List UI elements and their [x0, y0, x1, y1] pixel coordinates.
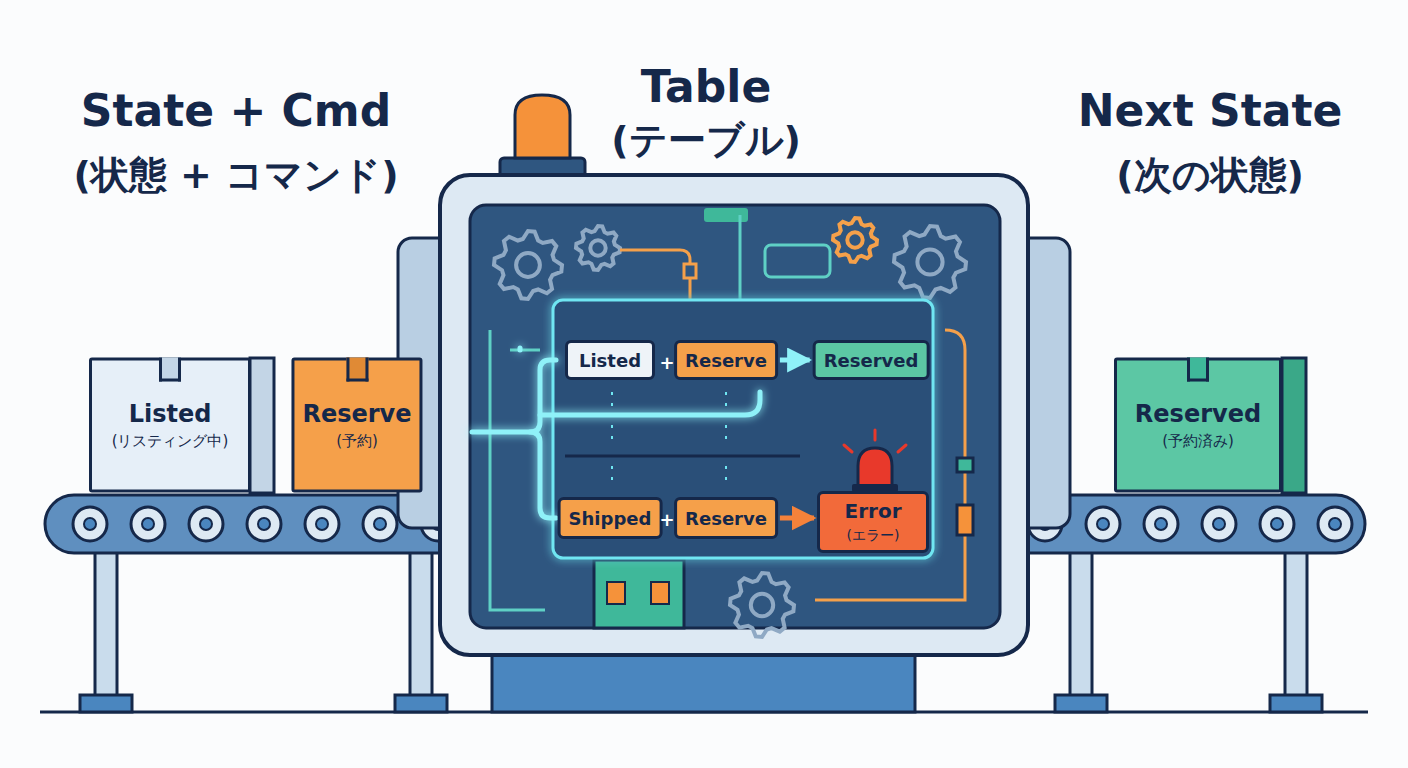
- plus-sign: +: [659, 509, 674, 530]
- column-heading: (状態 + コマンド): [73, 150, 398, 201]
- command-cell: Reserve: [674, 497, 778, 539]
- node-title: Shipped: [569, 508, 652, 529]
- box-tape: [346, 358, 368, 382]
- node-title: Reserve: [685, 508, 767, 529]
- alarm-light: [844, 430, 906, 492]
- column-heading: (テーブル): [611, 115, 801, 166]
- state-box: Listed (リスティング中): [89, 358, 251, 493]
- control-button: [607, 582, 625, 604]
- state-cell: Listed: [565, 340, 655, 380]
- transition-arrow: [780, 516, 814, 521]
- node-title: Reserve: [302, 400, 411, 428]
- control-block: [594, 560, 684, 628]
- box-tape: [159, 358, 181, 382]
- node-title: Error: [845, 499, 902, 523]
- column-heading: Table: [641, 61, 771, 112]
- machine-screen: [470, 205, 1000, 628]
- next-state-box: Reserved (予約済み): [1114, 358, 1282, 493]
- beacon-light: [500, 95, 585, 182]
- table-rules: [565, 392, 800, 488]
- node-subtitle: (予約済み): [1162, 432, 1234, 451]
- circuit-lines: [490, 215, 973, 610]
- column-heading: State + Cmd: [81, 85, 391, 136]
- error-cell: Error (エラー): [817, 491, 929, 553]
- node-subtitle: (エラー): [847, 527, 900, 545]
- column-heading: Next State: [1078, 85, 1343, 136]
- node-subtitle: (予約): [336, 432, 378, 451]
- node-title: Reserved: [824, 350, 919, 371]
- gears: [494, 218, 966, 637]
- table-panel: [553, 300, 933, 558]
- node-subtitle: (リスティング中): [112, 432, 229, 451]
- state-cell: Shipped: [558, 497, 663, 539]
- command-cell: Reserve: [674, 340, 778, 380]
- command-box: Reserve (予約): [291, 358, 422, 493]
- plus-sign: +: [659, 352, 674, 373]
- machine-housing: [440, 175, 1028, 655]
- control-button: [651, 582, 669, 604]
- node-title: Reserve: [685, 350, 767, 371]
- column-heading: (次の状態): [1116, 150, 1304, 201]
- box-tape: [1187, 358, 1209, 382]
- transition-arrow: [780, 358, 810, 363]
- node-title: Listed: [129, 400, 212, 428]
- node-title: Reserved: [1135, 400, 1261, 428]
- node-title: Listed: [579, 350, 641, 371]
- next-state-cell: Reserved: [813, 340, 930, 380]
